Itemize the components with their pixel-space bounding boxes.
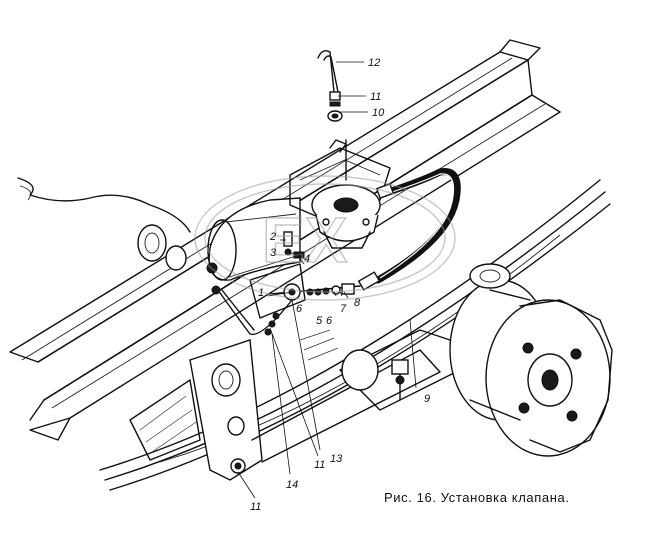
watermark: ЕХ <box>194 175 456 301</box>
callout-11-bottom: 11 <box>250 501 261 513</box>
callout-1: 1 <box>258 287 264 299</box>
callout-5: 5 <box>316 315 323 327</box>
flexible-hose <box>357 168 461 291</box>
callout-14: 14 <box>286 479 298 491</box>
callout-11-mid: 11 <box>314 459 325 471</box>
callout-9: 9 <box>424 393 430 405</box>
callout-11-top: 11 <box>370 91 381 103</box>
callout-10: 10 <box>372 107 385 119</box>
spring-bracket <box>129 339 263 481</box>
callout-4: 4 <box>304 253 310 265</box>
brake-tubes <box>211 285 293 336</box>
background-linkage <box>17 177 191 271</box>
callout-labels: 12 11 10 2 3 4 1 6 5 6 7 8 9 13 11 14 11 <box>250 57 430 513</box>
supply-pipe-top <box>317 50 343 122</box>
callout-leaders <box>237 61 417 499</box>
callout-12: 12 <box>368 57 380 69</box>
callout-2: 2 <box>269 231 276 243</box>
figure-caption: Рис. 16. Установка клапана. <box>384 490 570 505</box>
cross-member <box>249 139 391 319</box>
callout-8: 8 <box>354 297 361 309</box>
callout-3: 3 <box>270 247 277 259</box>
watermark-text: ЕХ <box>262 204 348 276</box>
callout-7: 7 <box>340 303 347 315</box>
callout-6-left: 6 <box>296 303 303 315</box>
axle-housing <box>251 329 461 463</box>
wheel-hub <box>449 263 613 457</box>
callout-6-right: 6 <box>326 315 333 327</box>
callout-13: 13 <box>330 453 343 465</box>
